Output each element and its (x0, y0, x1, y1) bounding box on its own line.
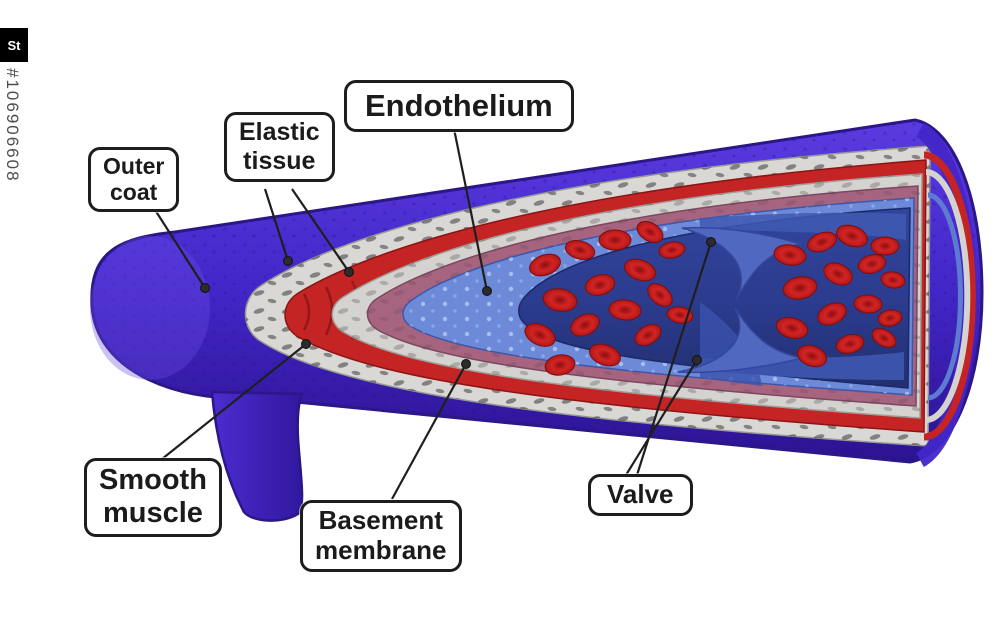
label-basement-membrane: Basement membrane (300, 500, 462, 572)
label-smooth-muscle-line2: muscle (102, 497, 203, 530)
label-valve: Valve (588, 474, 693, 516)
label-smooth-muscle: Smooth muscle (84, 458, 222, 537)
label-smooth-muscle-line1: Smooth (99, 464, 207, 496)
label-elastic-tissue: Elastic tissue (224, 112, 335, 182)
label-basement-membrane-line2: membrane (315, 534, 447, 565)
label-basement-membrane-line1: Basement (318, 505, 443, 535)
label-elastic-tissue-line2: tissue (243, 146, 316, 175)
label-valve-text: Valve (607, 479, 674, 509)
leader-dots (200, 237, 716, 369)
label-endothelium: Endothelium (344, 80, 574, 132)
label-elastic-tissue-line1: Elastic (239, 118, 320, 146)
stock-logo: St (0, 28, 28, 62)
stock-logo-text: St (7, 37, 21, 53)
label-outer-coat-line2: coat (110, 179, 158, 206)
label-outer-coat: Outer coat (88, 147, 180, 212)
blood-cells (524, 221, 906, 376)
vessel-mouth-rim (915, 122, 977, 468)
label-endothelium-text: Endothelium (365, 88, 553, 123)
vessel-branch (210, 390, 304, 522)
stock-asset-id: #106906608 (3, 68, 22, 183)
valve-flaps (677, 226, 803, 374)
label-outer-coat-line1: Outer (103, 153, 165, 179)
leader-lines (149, 118, 713, 500)
